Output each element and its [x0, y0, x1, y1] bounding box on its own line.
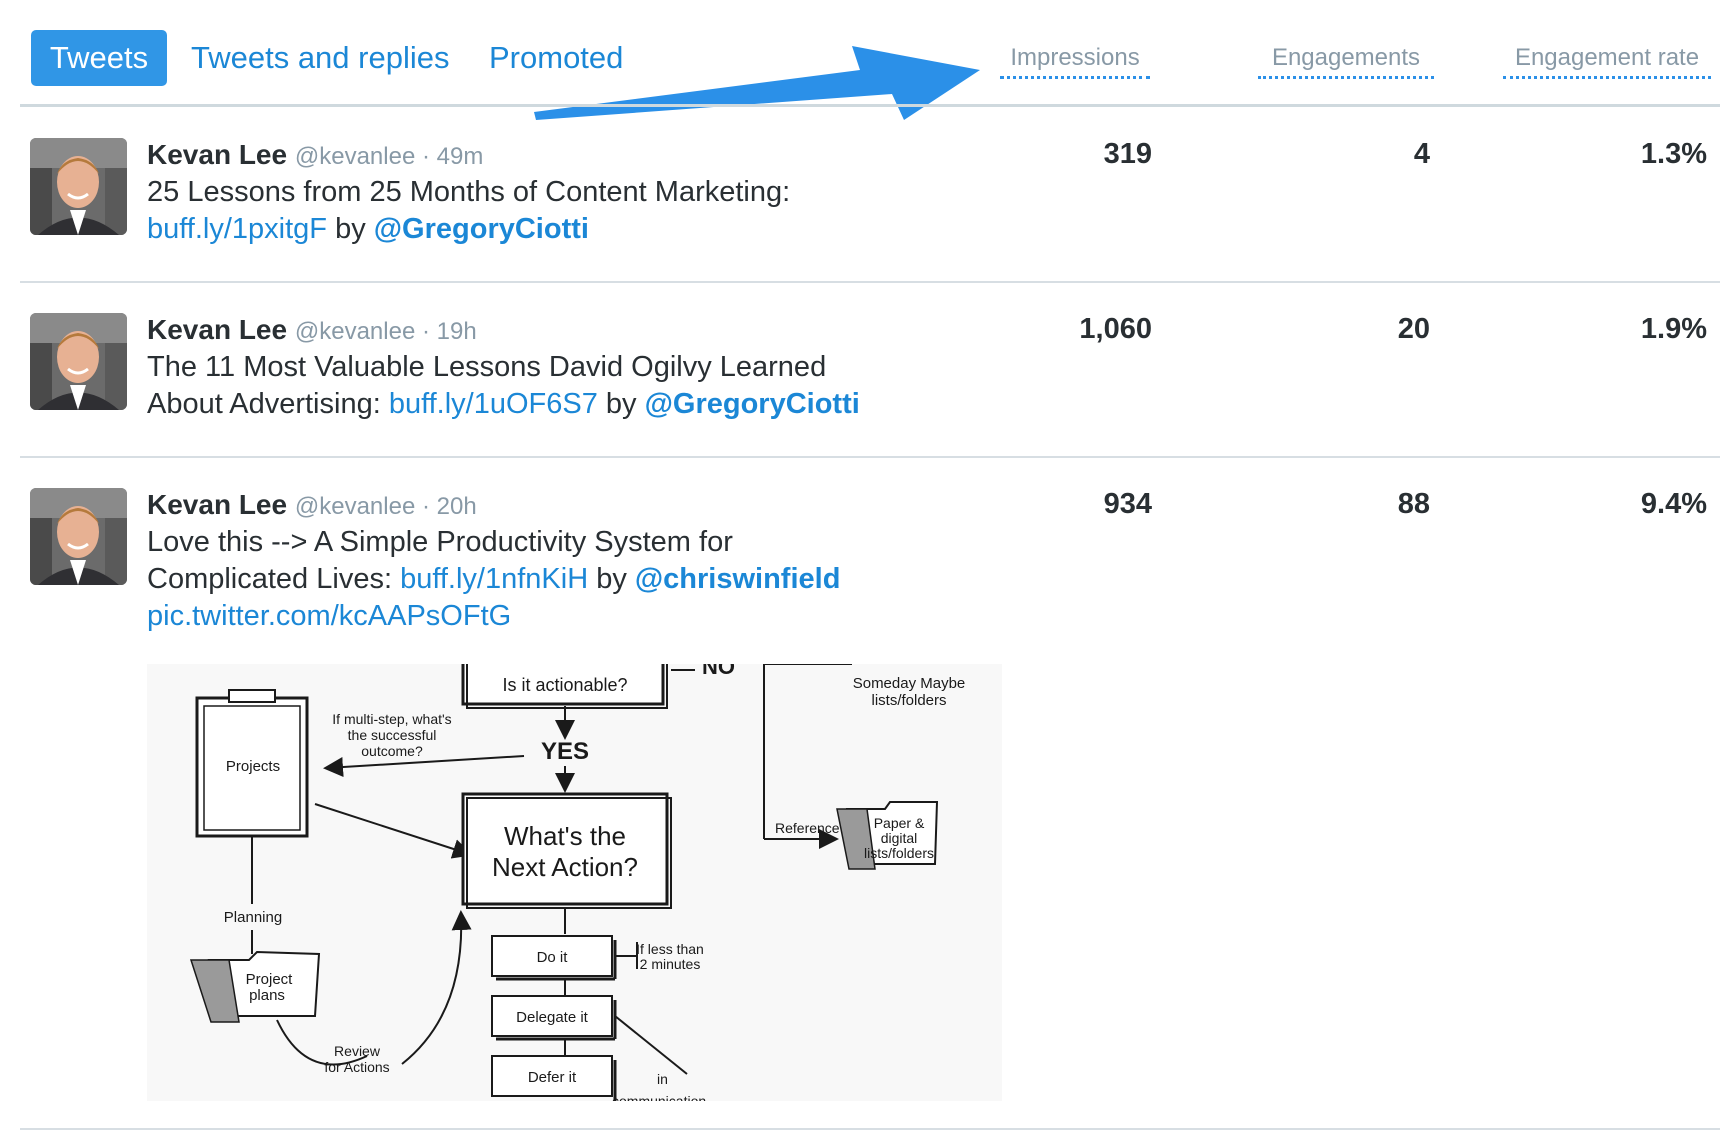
engagement-rate-value: 9.4%: [1640, 488, 1707, 520]
in-label: in: [657, 1071, 668, 1087]
engagements-value: 20: [1397, 313, 1430, 345]
engagement-rate-value: 1.9%: [1640, 313, 1707, 345]
defer-label: Defer it: [528, 1069, 577, 1086]
yes-label: YES: [541, 738, 589, 765]
tweet-line: 25 Lessons from 25 Months of Content Mar…: [147, 176, 791, 208]
next-action-label-2: Next Action?: [492, 852, 638, 882]
tweet-by: by: [597, 388, 645, 420]
tweet-content: Kevan Lee @kevanlee · 20h Love this --> …: [147, 488, 1047, 635]
tweet-meta: Kevan Lee @kevanlee · 19h: [147, 313, 1047, 349]
planning-label: Planning: [224, 909, 282, 926]
tweet-line: The 11 Most Valuable Lessons David Ogilv…: [147, 351, 827, 383]
tweet-text: The 11 Most Valuable Lessons David Ogilv…: [147, 349, 1047, 423]
tweet-pic-link[interactable]: pic.twitter.com/kcAAPsOFtG: [147, 600, 512, 632]
analytics-tab-bar: Tweets Tweets and replies Promoted Impre…: [0, 0, 1732, 112]
reference-label: Reference: [775, 820, 840, 836]
multistep-label-3: outcome?: [361, 743, 423, 759]
delegate-label: Delegate it: [516, 1009, 589, 1026]
avatar[interactable]: [30, 138, 127, 235]
tweet-link[interactable]: buff.ly/1nfnKiH: [400, 563, 589, 595]
paper-label-3: lists/folders: [864, 845, 934, 861]
tab-tweets-and-replies[interactable]: Tweets and replies: [191, 40, 450, 75]
communication-label: communication: [612, 1093, 706, 1101]
defer-box: [491, 1055, 613, 1097]
paper-label-1: Paper &: [874, 815, 925, 831]
row-divider: [20, 1128, 1720, 1130]
tweet-by: by: [327, 213, 374, 245]
paper-label-2: digital: [881, 830, 918, 846]
tweet-text: 25 Lessons from 25 Months of Content Mar…: [147, 174, 1047, 248]
column-header-engagement-rate[interactable]: Engagement rate: [1503, 44, 1711, 79]
tweet-mention[interactable]: @GregoryCiotti: [644, 388, 860, 420]
impressions-value: 1,060: [1079, 313, 1152, 345]
tweet-attached-image[interactable]: Is it actionable? NO Someday Maybe lists…: [147, 664, 1002, 1101]
gtd-flowchart: Is it actionable? NO Someday Maybe lists…: [189, 664, 966, 1101]
tweet-line-prefix: About Advertising:: [147, 388, 389, 420]
author-handle-time[interactable]: @kevanlee · 49m: [294, 143, 484, 170]
author-handle-time[interactable]: @kevanlee · 19h: [294, 318, 477, 345]
tweet-line: Love this --> A Simple Productivity Syst…: [147, 526, 733, 558]
engagement-rate-value: 1.3%: [1640, 138, 1707, 170]
tweet-mention[interactable]: @GregoryCiotti: [373, 213, 589, 245]
tweet-line: About Advertising: buff.ly/1uOF6S7 by @G…: [147, 386, 1047, 423]
actionable-label: Is it actionable?: [502, 675, 627, 695]
next-action-label-1: What's the: [504, 821, 626, 851]
column-header-impressions[interactable]: Impressions: [1000, 44, 1150, 79]
engagements-value: 4: [1413, 138, 1430, 170]
row-divider: [20, 281, 1720, 283]
tweet-by: by: [588, 563, 635, 595]
annotation-arrow-icon: [534, 46, 980, 120]
someday-label-1: Someday Maybe: [853, 675, 966, 692]
someday-label-2: lists/folders: [871, 692, 946, 709]
delegate-box: [491, 995, 613, 1037]
tweet-link[interactable]: buff.ly/1pxitgF: [147, 213, 328, 245]
less-than-label-1: If less than: [636, 941, 704, 957]
tweet-content: Kevan Lee @kevanlee · 19h The 11 Most Va…: [147, 313, 1047, 423]
tab-promoted[interactable]: Promoted: [489, 40, 624, 75]
tweet-line: buff.ly/1pxitgF by @GregoryCiotti: [147, 211, 1047, 248]
row-divider: [20, 456, 1720, 458]
tweet-mention[interactable]: @chriswinfield: [634, 563, 841, 595]
do-it-label: Do it: [537, 949, 569, 966]
author-name[interactable]: Kevan Lee: [147, 314, 288, 345]
column-header-engagements[interactable]: Engagements: [1258, 44, 1434, 79]
review-label-2: for Actions: [324, 1059, 389, 1075]
impressions-value: 319: [1103, 138, 1152, 170]
multistep-label-1: If multi-step, what's: [332, 711, 451, 727]
tweet-link[interactable]: buff.ly/1uOF6S7: [388, 388, 598, 420]
author-handle-time[interactable]: @kevanlee · 20h: [294, 493, 477, 520]
author-name[interactable]: Kevan Lee: [147, 139, 288, 170]
tweet-content: Kevan Lee @kevanlee · 49m 25 Lessons fro…: [147, 138, 1047, 248]
author-name[interactable]: Kevan Lee: [147, 489, 288, 520]
tab-tweets[interactable]: Tweets: [31, 30, 167, 86]
avatar[interactable]: [30, 488, 127, 585]
do-it-box: [491, 935, 613, 977]
tweet-line: Complicated Lives: buff.ly/1nfnKiH by @c…: [147, 561, 1047, 598]
tweet-meta: Kevan Lee @kevanlee · 20h: [147, 488, 1047, 524]
tweet-text: Love this --> A Simple Productivity Syst…: [147, 524, 1047, 635]
projects-label: Projects: [226, 758, 280, 775]
tweet-line-prefix: Complicated Lives:: [147, 563, 401, 595]
avatar[interactable]: [30, 313, 127, 410]
review-label-1: Review: [334, 1043, 381, 1059]
engagements-value: 88: [1397, 488, 1430, 520]
multistep-label-2: the successful: [348, 727, 437, 743]
less-than-label-2: 2 minutes: [640, 956, 701, 972]
next-action-box: [461, 792, 669, 906]
tweet-meta: Kevan Lee @kevanlee · 49m: [147, 138, 1047, 174]
header-divider: [20, 104, 1720, 107]
impressions-value: 934: [1103, 488, 1152, 520]
actionable-box: [461, 664, 665, 706]
project-plans-label-1: Project: [246, 971, 294, 988]
no-label: NO: [702, 664, 735, 679]
project-plans-label-2: plans: [249, 987, 285, 1004]
